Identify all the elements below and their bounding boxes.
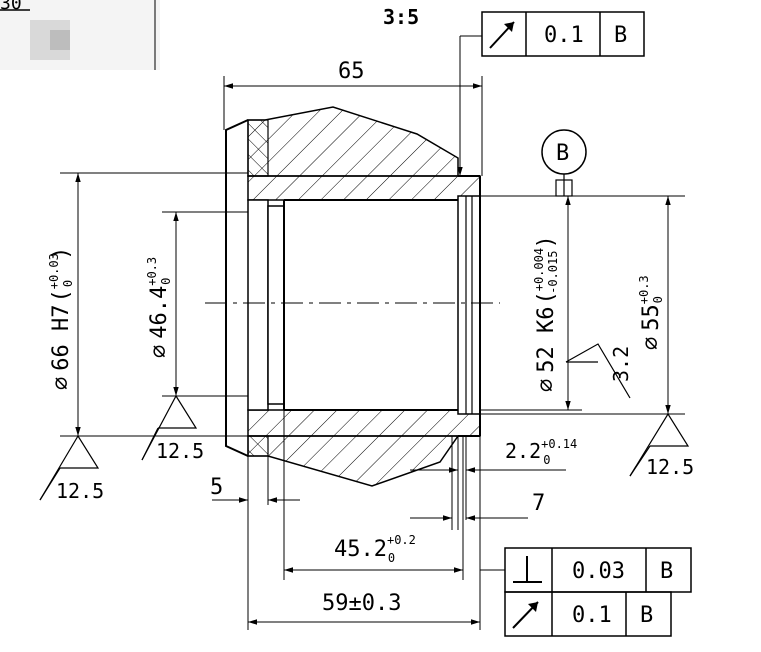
len22-lower: 0	[543, 453, 550, 467]
svg-text:2.2+0.140: 2.2+0.14 0	[505, 437, 577, 467]
d66-sym: ⌀	[49, 377, 74, 390]
d46-upper: +0.3	[145, 257, 159, 286]
dim-59-label: 59±0.3	[322, 591, 401, 616]
dim-65-label: 65	[338, 59, 365, 84]
d52-text: 52 K6	[534, 307, 559, 373]
d52-sym: ⌀	[534, 379, 559, 392]
scale-label: 3:5	[383, 5, 419, 29]
roughness-right-outer-value: 12.5	[646, 455, 694, 479]
fcf-top-tolerance: 0.1	[544, 23, 584, 48]
svg-text:⌀46.4+0.30: ⌀ 46.4+0.30	[145, 257, 173, 358]
corner-fragment: 30	[0, 0, 160, 70]
dim-5-label: 5	[210, 475, 223, 500]
d55-text: 55	[639, 304, 664, 331]
len45-upper: +0.2	[387, 533, 416, 547]
dim-d66: ⌀66 H7(+0.030)	[47, 172, 248, 437]
svg-text:⌀52 K6(+0.004-0.015): ⌀52 K6(+0.004-0.015)	[532, 235, 560, 392]
fcf-top-datum: B	[614, 23, 627, 48]
svg-text:⌀55+0.30: ⌀ 55+0.30	[637, 275, 665, 350]
d52-upper: +0.004	[532, 248, 546, 291]
datum-b: B	[541, 129, 587, 197]
roughness-left-outer-value: 12.5	[56, 479, 104, 503]
dim-65: 65	[223, 59, 483, 176]
roughness-left-inner-value: 12.5	[156, 439, 204, 463]
dim-d55: ⌀ 55+0.30	[480, 195, 685, 415]
d46-lower: 0	[159, 278, 173, 285]
len22-text: 2.2	[505, 439, 541, 463]
len22-upper: +0.14	[541, 437, 577, 451]
circular-runout-icon	[489, 21, 515, 49]
d55-upper: +0.3	[637, 275, 651, 304]
d55-sym: ⌀	[639, 337, 664, 350]
svg-text:45.2+0.20: 45.2+0.2 0	[334, 533, 416, 565]
d46-text: 46.4	[147, 286, 172, 339]
d52-lower: -0.015	[546, 251, 560, 294]
len45-text: 45.2	[334, 537, 387, 562]
d66-lower: 0	[61, 280, 75, 287]
roughness-left-outer: 12.5	[39, 434, 104, 503]
dim-45-2: 45.2+0.2 0	[283, 410, 464, 580]
circular-runout-icon	[512, 601, 539, 629]
svg-text:⌀66 H7(+0.030): ⌀66 H7(+0.030)	[47, 247, 75, 390]
part-section	[205, 106, 500, 487]
perpendicularity-icon	[513, 556, 542, 583]
roughness-right-outer: 12.5	[629, 412, 694, 479]
dim-d46: ⌀ 46.4+0.30	[145, 211, 248, 397]
d55-lower: 0	[651, 296, 665, 303]
d46-sym: ⌀	[147, 345, 172, 358]
corner-text: 30	[0, 0, 22, 14]
fcf-bottom-1-tolerance: 0.03	[572, 559, 625, 584]
dim-5: 5	[210, 456, 300, 505]
dim-d52: ⌀52 K6(+0.004-0.015)	[480, 195, 582, 411]
d66-upper: +0.03	[47, 253, 61, 289]
dim-7: 7	[410, 436, 545, 530]
roughness-left-inner: 12.5	[141, 394, 204, 463]
datum-b-label: B	[556, 141, 569, 166]
fcf-bottom-2-tolerance: 0.1	[572, 603, 612, 628]
len45-lower: 0	[388, 551, 395, 565]
d66-text: 66 H7	[49, 305, 74, 371]
fcf-top: 0.1 B	[457, 11, 645, 176]
dim-59: 59±0.3	[247, 436, 481, 630]
dim-7-label: 7	[532, 491, 545, 516]
fcf-bottom: 0.03 B 0.1 B	[480, 547, 692, 637]
roughness-bore: 3.2	[565, 343, 633, 399]
dim-2-2: 2.2+0.14 0	[410, 436, 577, 530]
fcf-bottom-2-datum: B	[640, 603, 653, 628]
roughness-bore-value: 3.2	[609, 346, 633, 382]
fcf-bottom-1-datum: B	[660, 559, 673, 584]
